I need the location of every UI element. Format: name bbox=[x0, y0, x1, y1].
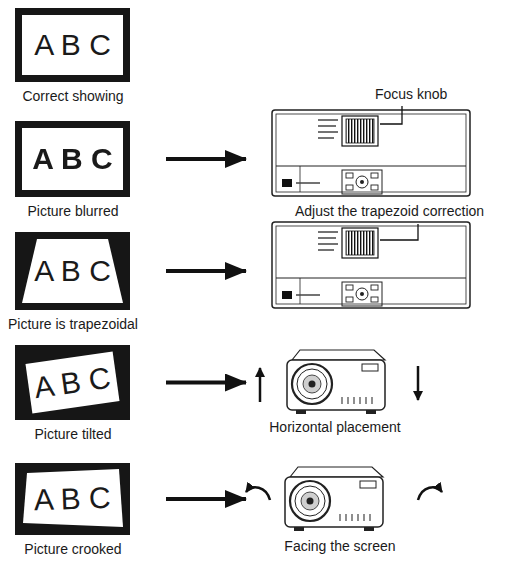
picture-text: A B C bbox=[32, 144, 113, 174]
projector-figure: Adjust the trapezoid correction bbox=[250, 203, 512, 311]
picture-area bbox=[22, 15, 123, 75]
picture-frame: A B C Picture tilted bbox=[0, 345, 160, 442]
picture-area bbox=[22, 128, 123, 190]
down-arrow bbox=[417, 366, 420, 400]
arrow-connector bbox=[166, 381, 246, 385]
part-label: Adjust the trapezoid correction bbox=[295, 203, 484, 219]
projector-front-view bbox=[287, 350, 385, 414]
arrow-connector bbox=[166, 497, 246, 501]
picture-text: A B C bbox=[34, 483, 112, 516]
caption: Picture blurred bbox=[0, 203, 146, 219]
projector-top-view bbox=[272, 222, 470, 308]
projector-figure: Focus knob bbox=[250, 84, 510, 200]
picture-frame: A B C Picture crooked bbox=[0, 463, 160, 557]
screen-frame: A B C bbox=[15, 345, 130, 420]
leader-line bbox=[380, 224, 418, 240]
screen-frame: A B C bbox=[15, 121, 130, 197]
up-arrow bbox=[259, 368, 262, 402]
screen-frame: A B C bbox=[15, 463, 130, 535]
rotate-arrow bbox=[418, 487, 442, 500]
projector-figure: Facing the screen bbox=[250, 466, 450, 558]
picture-frame: A B C Correct showing bbox=[0, 8, 160, 104]
screen-frame: A B C bbox=[15, 232, 130, 310]
picture-area bbox=[22, 239, 123, 303]
leader-line bbox=[380, 106, 402, 124]
picture-text: A B C bbox=[34, 256, 111, 286]
projector-top-view bbox=[272, 110, 470, 196]
part-label: Horizontal placement bbox=[269, 419, 401, 435]
part-label: Facing the screen bbox=[284, 538, 395, 554]
projector-figure: Horizontal placement bbox=[250, 352, 450, 440]
picture-frame: A B C Picture is trapezoidal bbox=[0, 232, 160, 332]
picture-text: A B C bbox=[32, 362, 112, 402]
screen-frame: A B C bbox=[15, 8, 130, 82]
caption: Picture is trapezoidal bbox=[0, 316, 146, 332]
picture-frame: A B C Picture blurred bbox=[0, 121, 160, 219]
picture-text: A B C bbox=[34, 30, 111, 60]
picture-area bbox=[23, 469, 123, 527]
caption: Picture crooked bbox=[0, 541, 146, 557]
arrow-connector bbox=[166, 157, 246, 161]
arrow-connector bbox=[166, 269, 246, 273]
caption: Picture tilted bbox=[0, 426, 146, 442]
rotate-arrow bbox=[246, 487, 270, 500]
projector-front-view bbox=[285, 467, 383, 531]
part-label: Focus knob bbox=[375, 86, 447, 102]
caption: Correct showing bbox=[0, 88, 146, 104]
picture-area bbox=[26, 352, 120, 414]
